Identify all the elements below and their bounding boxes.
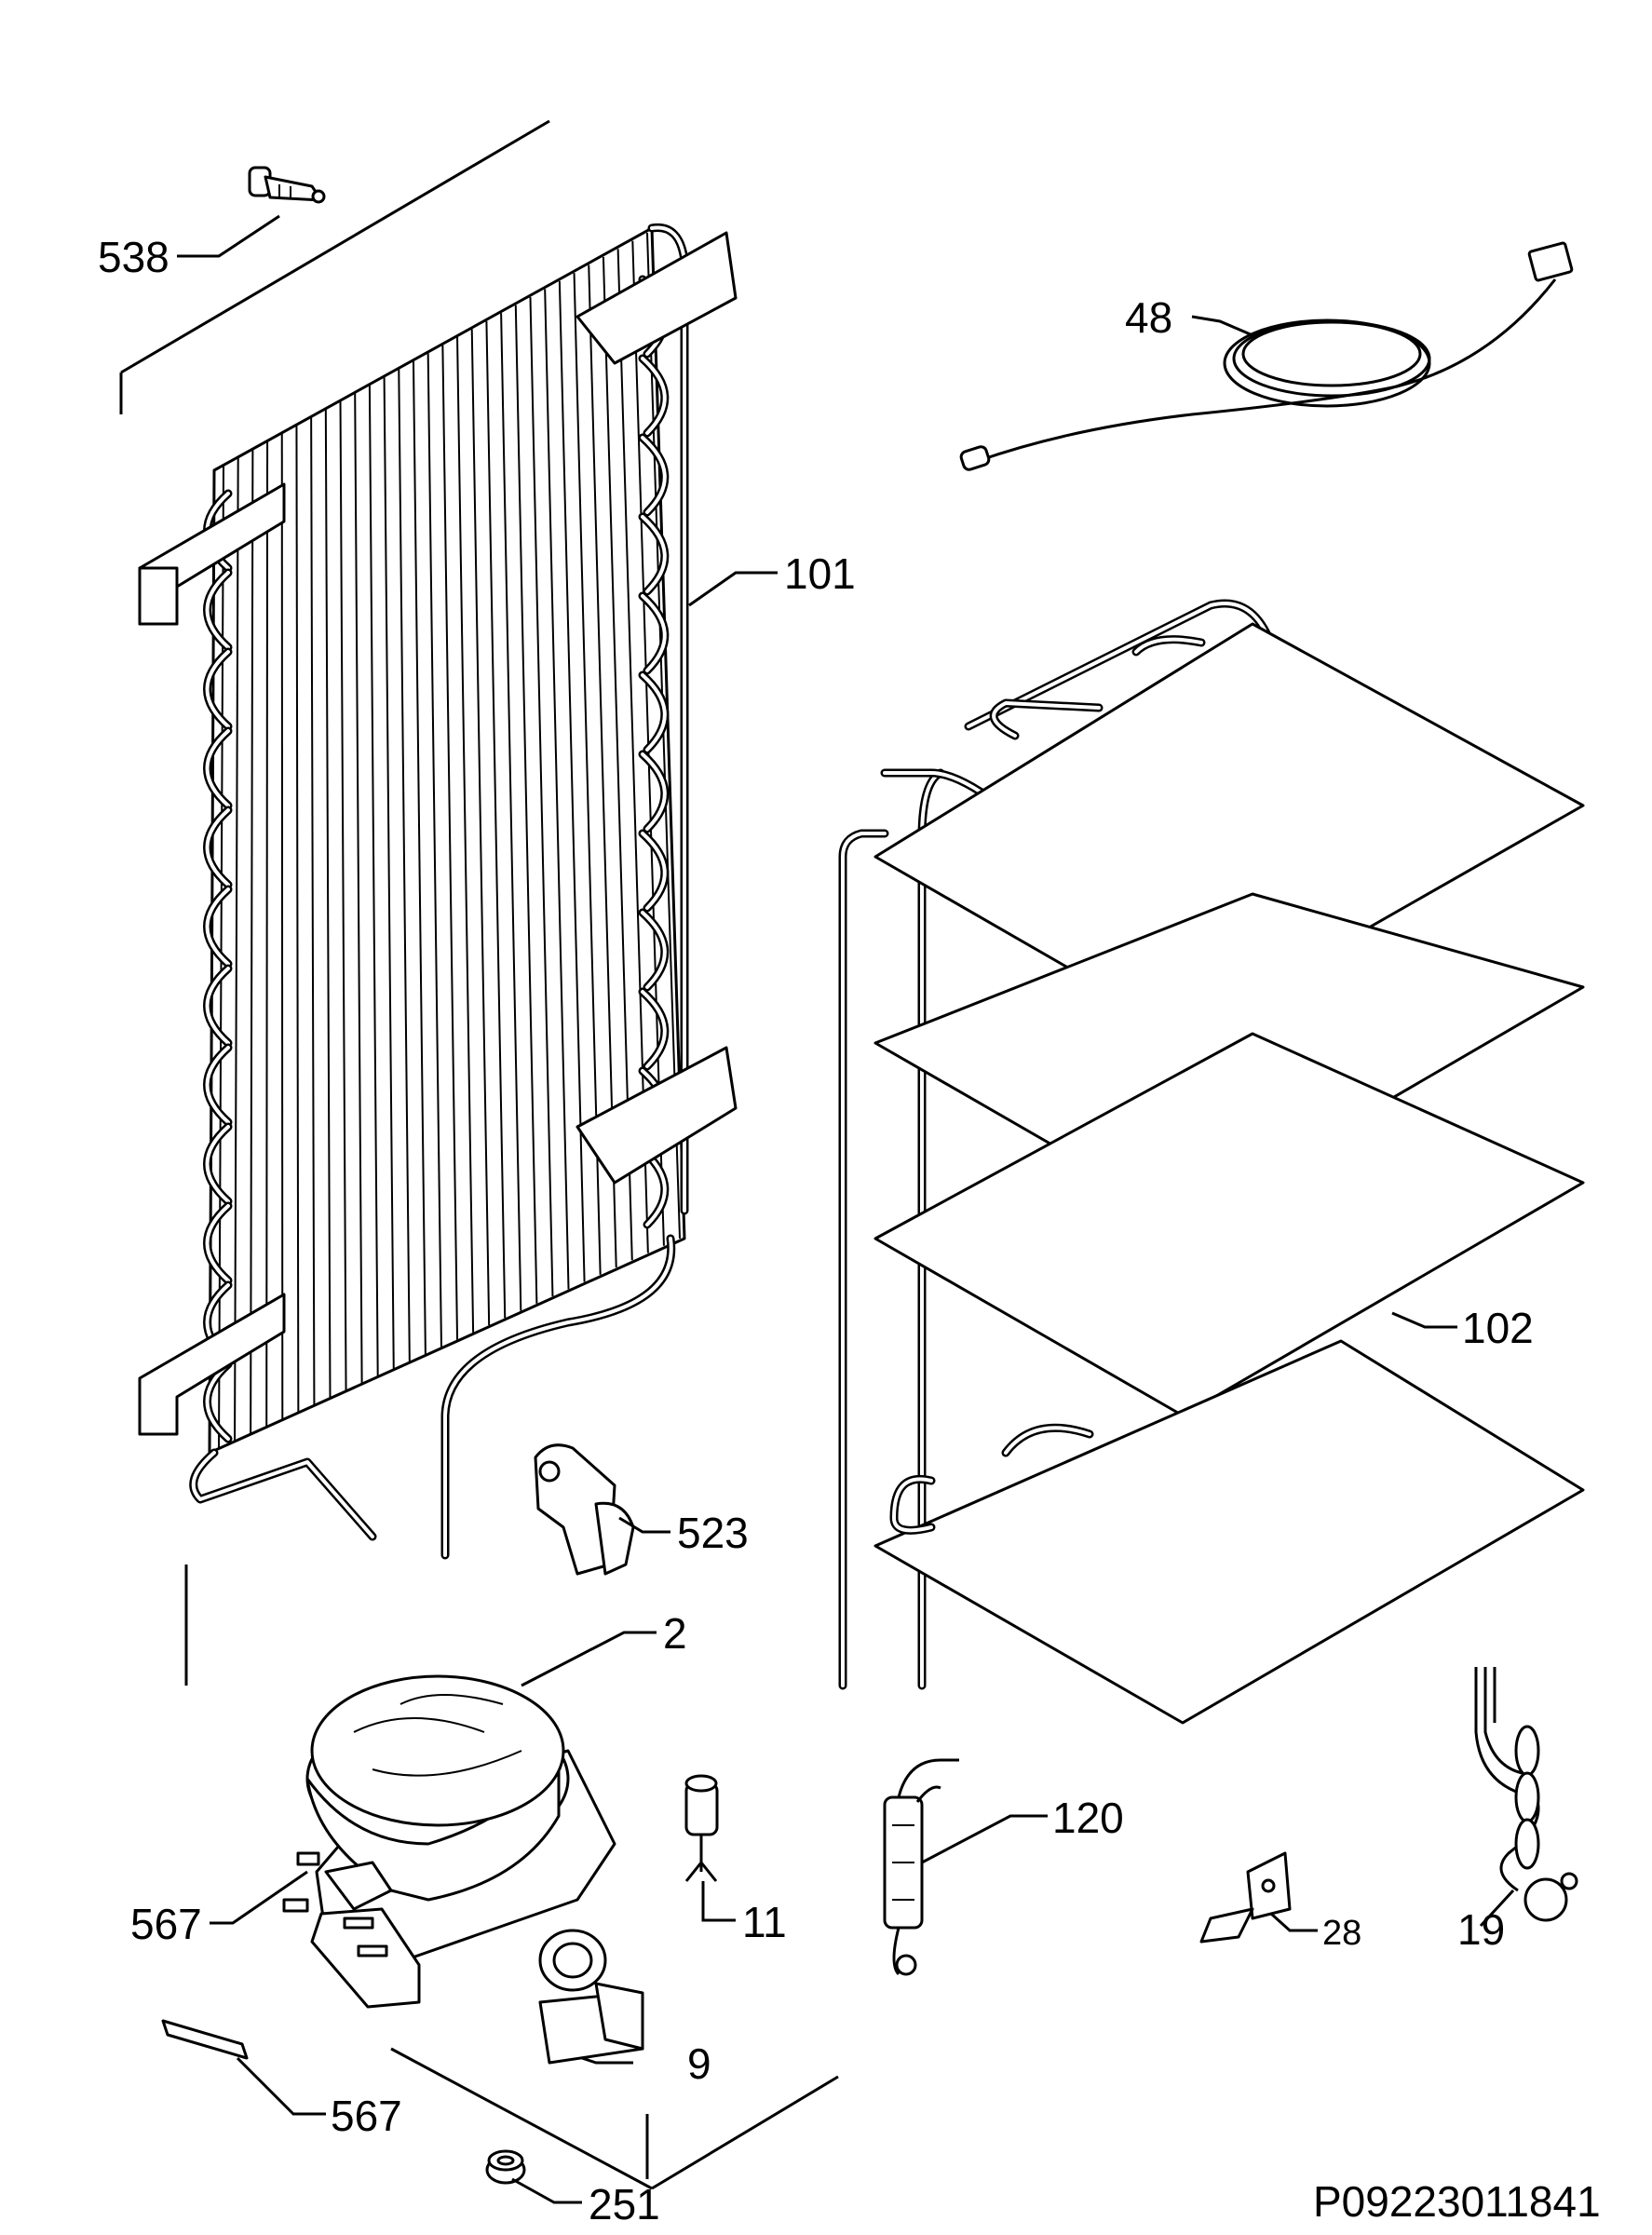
label-11: 11 xyxy=(742,1898,787,1946)
label-120: 120 xyxy=(1052,1794,1124,1842)
bracket-28 xyxy=(1199,1851,1292,1944)
label-19: 19 xyxy=(1457,1905,1505,1954)
evaporator-102 xyxy=(838,599,1585,1725)
cable-48 xyxy=(959,241,1574,471)
strip-567b xyxy=(161,2019,249,2060)
label-567-strip: 567 xyxy=(331,2092,402,2140)
part-labels: 538 48 101 102 523 2 120 11 28 19 567 56… xyxy=(98,233,1534,2228)
drier-11 xyxy=(684,1774,719,1882)
cabinet-outline xyxy=(119,119,839,2190)
label-2: 2 xyxy=(663,1609,687,1658)
label-538: 538 xyxy=(98,233,169,281)
label-567-plate: 567 xyxy=(130,1900,202,1948)
cord-19 xyxy=(1474,1667,1578,1922)
relay-9 xyxy=(538,1929,644,2065)
nut-251 xyxy=(485,2149,526,2185)
compressor-2 xyxy=(282,1674,616,1967)
thermostat-120 xyxy=(883,1758,959,1976)
condenser-101 xyxy=(138,223,738,1560)
label-102: 102 xyxy=(1462,1304,1534,1352)
label-523: 523 xyxy=(677,1509,749,1557)
drawing-code: P09223011841 xyxy=(1313,2177,1601,2226)
label-48: 48 xyxy=(1125,293,1172,342)
label-251: 251 xyxy=(589,2180,660,2228)
label-9: 9 xyxy=(687,2039,711,2088)
leader-lines xyxy=(177,214,1515,2204)
plate-567a xyxy=(310,1907,421,2009)
label-101: 101 xyxy=(784,549,856,598)
label-28: 28 xyxy=(1322,1914,1361,1953)
clip-538 xyxy=(248,166,326,204)
clamp-523 xyxy=(534,1443,635,1576)
